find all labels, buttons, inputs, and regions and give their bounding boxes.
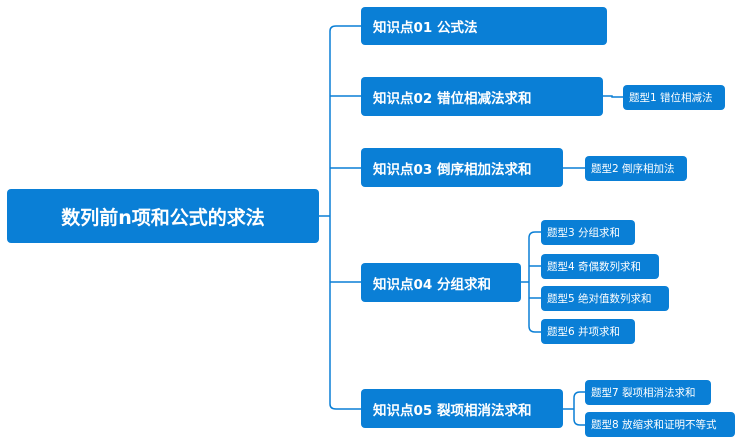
knowledge-node-01[interactable]: 知识点01 公式法 bbox=[361, 7, 607, 45]
root-label: 数列前n项和公式的求法 bbox=[61, 206, 265, 229]
knowledge-node-03[interactable]: 知识点03 倒序相加法求和 bbox=[361, 148, 563, 187]
connector-k4-trunk bbox=[528, 231, 541, 282]
type-node-1[interactable]: 题型1 错位相减法 bbox=[623, 85, 725, 110]
knowledge-label: 知识点01 公式法 bbox=[373, 20, 478, 36]
connector-k5-t8 bbox=[573, 409, 585, 426]
type-label: 题型7 裂项相消法求和 bbox=[591, 387, 696, 399]
connector-k2-t1 bbox=[603, 95, 623, 98]
root-node[interactable]: 数列前n项和公式的求法 bbox=[7, 189, 319, 243]
connector-k5-t7 bbox=[573, 391, 585, 409]
knowledge-node-04[interactable]: 知识点04 分组求和 bbox=[361, 263, 521, 302]
knowledge-label: 知识点05 裂项相消法求和 bbox=[373, 402, 532, 419]
knowledge-label: 知识点04 分组求和 bbox=[373, 276, 491, 293]
type-node-7[interactable]: 题型7 裂项相消法求和 bbox=[585, 380, 711, 405]
connector-k1 bbox=[329, 25, 361, 32]
type-node-5[interactable]: 题型5 绝对值数列求和 bbox=[541, 286, 669, 311]
type-node-2[interactable]: 题型2 倒序相加法 bbox=[585, 156, 687, 181]
type-label: 题型4 奇偶数列求和 bbox=[547, 261, 642, 273]
type-label: 题型6 并项求和 bbox=[547, 326, 621, 338]
type-node-8[interactable]: 题型8 放缩求和证明不等式 bbox=[585, 412, 735, 437]
type-label: 题型3 分组求和 bbox=[547, 227, 621, 239]
knowledge-node-05[interactable]: 知识点05 裂项相消法求和 bbox=[361, 389, 563, 428]
knowledge-label: 知识点03 倒序相加法求和 bbox=[373, 161, 532, 178]
connector-k5 bbox=[329, 403, 361, 410]
type-label: 题型1 错位相减法 bbox=[629, 92, 713, 104]
type-label: 题型2 倒序相加法 bbox=[591, 163, 675, 175]
type-label: 题型8 放缩求和证明不等式 bbox=[591, 419, 717, 431]
type-label: 题型5 绝对值数列求和 bbox=[547, 293, 652, 305]
knowledge-label: 知识点02 错位相减法求和 bbox=[373, 90, 532, 107]
connector-k4-trunk2 bbox=[528, 282, 541, 333]
type-node-3[interactable]: 题型3 分组求和 bbox=[541, 220, 635, 245]
knowledge-node-02[interactable]: 知识点02 错位相减法求和 bbox=[361, 77, 603, 116]
type-node-4[interactable]: 题型4 奇偶数列求和 bbox=[541, 254, 659, 279]
type-node-6[interactable]: 题型6 并项求和 bbox=[541, 319, 635, 344]
